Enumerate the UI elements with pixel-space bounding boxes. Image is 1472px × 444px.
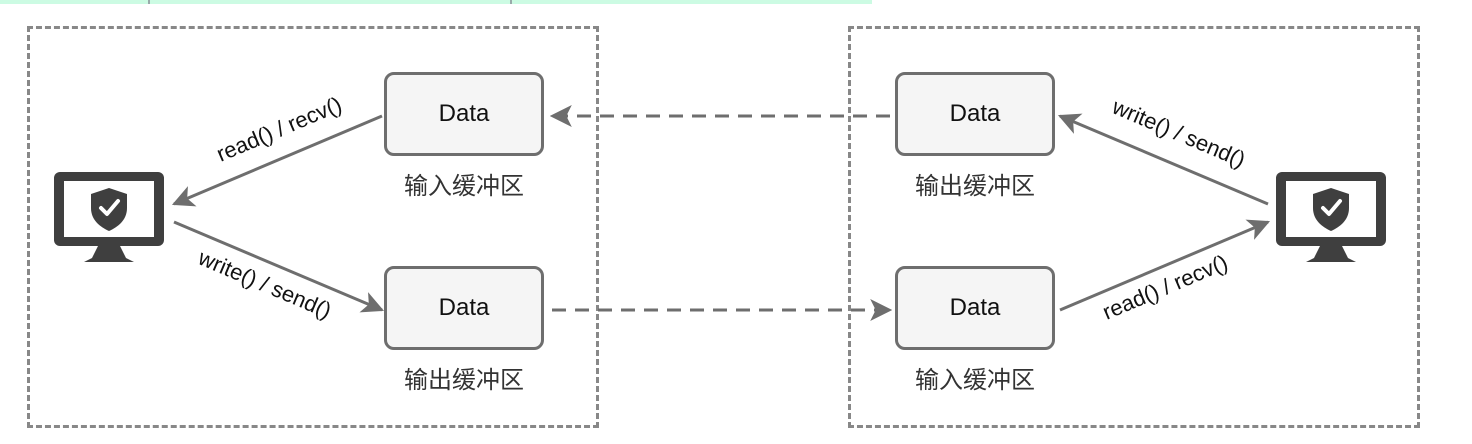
left-host-group: [27, 26, 599, 428]
right-write-arrow: [1057, 113, 1269, 206]
left-write-arrow: [173, 220, 385, 313]
right-host-group: [848, 26, 1420, 428]
left-input-buffer: Data: [384, 72, 544, 156]
left-monitor-icon: [54, 172, 164, 262]
left-input-buffer-content: Data: [438, 100, 490, 127]
right-input-buffer-label: 输入缓冲区: [915, 366, 1035, 394]
right-output-buffer-label: 输出缓冲区: [915, 172, 1035, 200]
left-read-label: read() / recv(): [213, 92, 345, 167]
left-write-label: write() / send(): [194, 244, 335, 323]
shield-icon: [91, 188, 127, 231]
right-read-arrow: [1059, 219, 1271, 312]
left-read-arrow: [171, 114, 383, 207]
shield-icon: [1313, 188, 1349, 231]
left-output-buffer-content: Data: [438, 294, 490, 321]
top-strip-tick: [148, 0, 150, 4]
right-read-label: read() / recv(): [1099, 250, 1231, 325]
right-input-buffer-content: Data: [949, 294, 1001, 321]
right-write-label: write() / send(): [1108, 93, 1249, 172]
right-input-buffer: Data: [895, 266, 1055, 350]
top-strip-tick: [510, 0, 512, 4]
left-output-buffer-label: 输出缓冲区: [404, 366, 524, 394]
right-monitor-icon: [1276, 172, 1386, 262]
right-output-buffer-content: Data: [949, 100, 1001, 127]
right-output-buffer: Data: [895, 72, 1055, 156]
top-strip: [0, 0, 872, 4]
left-output-buffer: Data: [384, 266, 544, 350]
left-input-buffer-label: 输入缓冲区: [404, 172, 524, 200]
